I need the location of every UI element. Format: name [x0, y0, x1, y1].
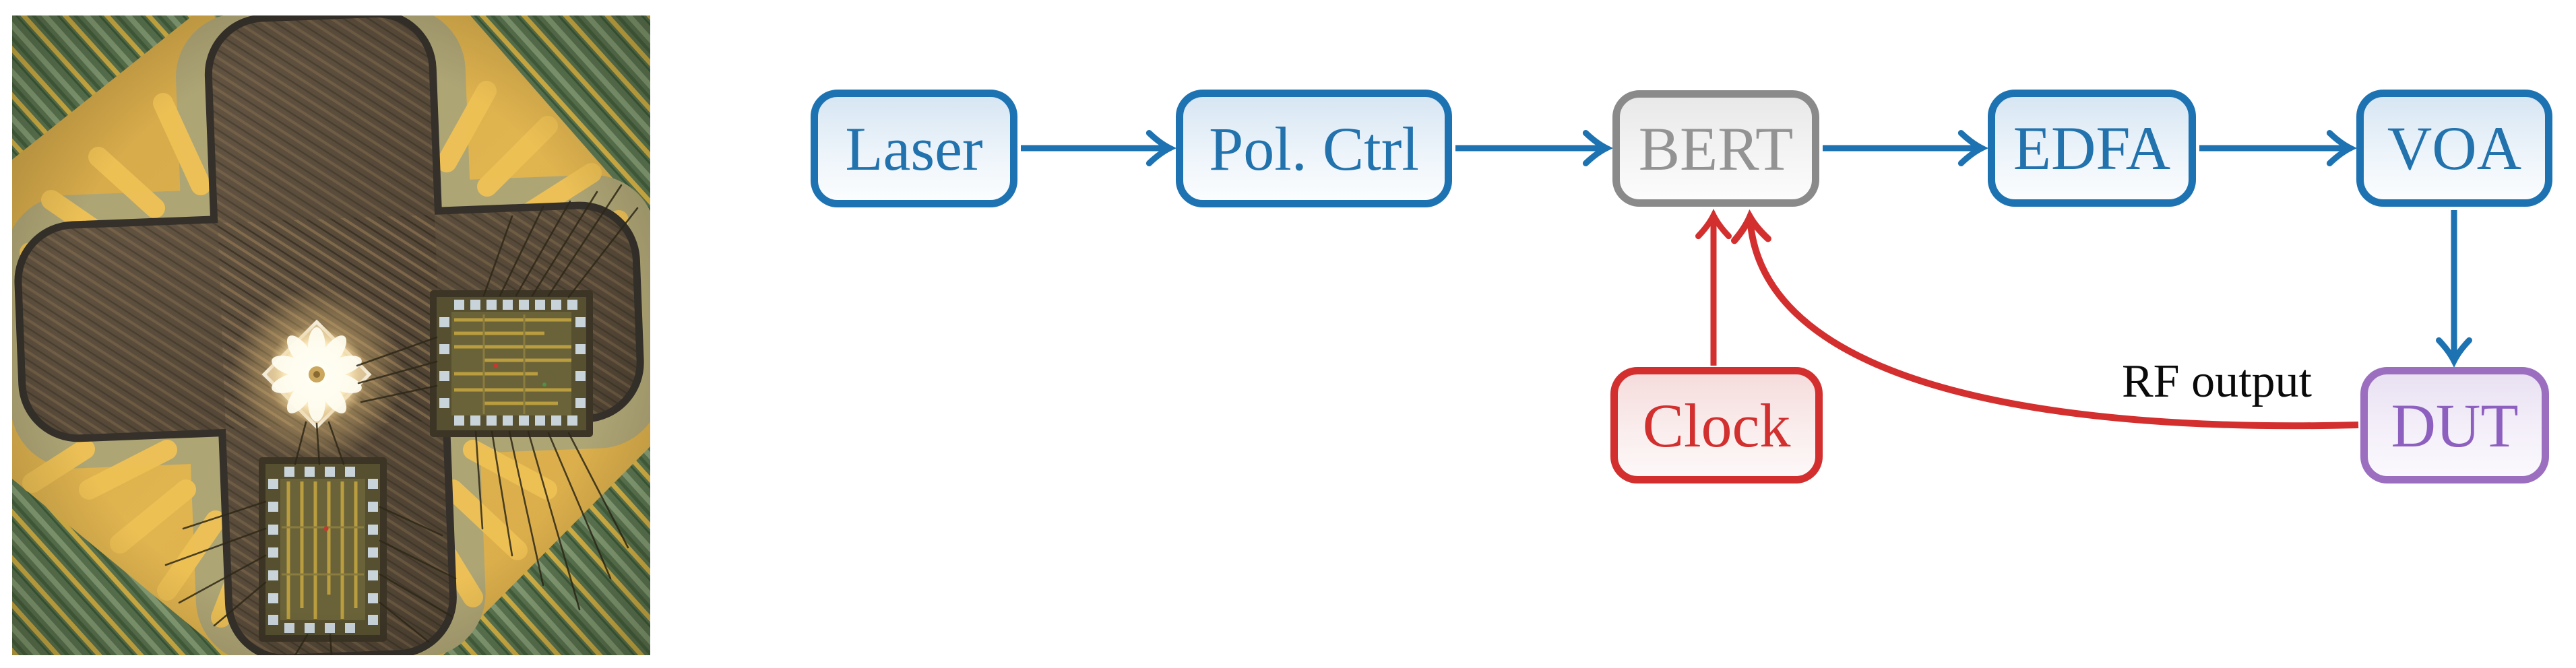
vignette	[12, 15, 650, 655]
node-bert-label: BERT	[1638, 114, 1794, 183]
node-edfa-label: EDFA	[2013, 114, 2171, 182]
node-bert: BERT	[1612, 90, 1819, 207]
node-dut: DUT	[2360, 367, 2549, 483]
node-clock: Clock	[1610, 367, 1823, 483]
node-dut-label: DUT	[2391, 391, 2519, 460]
rf-output-edge-label: RF output	[2121, 356, 2313, 407]
node-pol-ctrl-label: Pol. Ctrl	[1209, 114, 1419, 183]
node-clock-label: Clock	[1642, 391, 1791, 460]
node-voa: VOA	[2356, 90, 2552, 207]
node-voa-label: VOA	[2387, 114, 2522, 182]
node-edfa: EDFA	[1988, 90, 2196, 207]
node-laser-label: Laser	[845, 114, 983, 183]
node-pol-ctrl: Pol. Ctrl	[1176, 90, 1452, 207]
node-laser: Laser	[811, 90, 1017, 207]
chip-micrograph-photo	[12, 15, 650, 655]
